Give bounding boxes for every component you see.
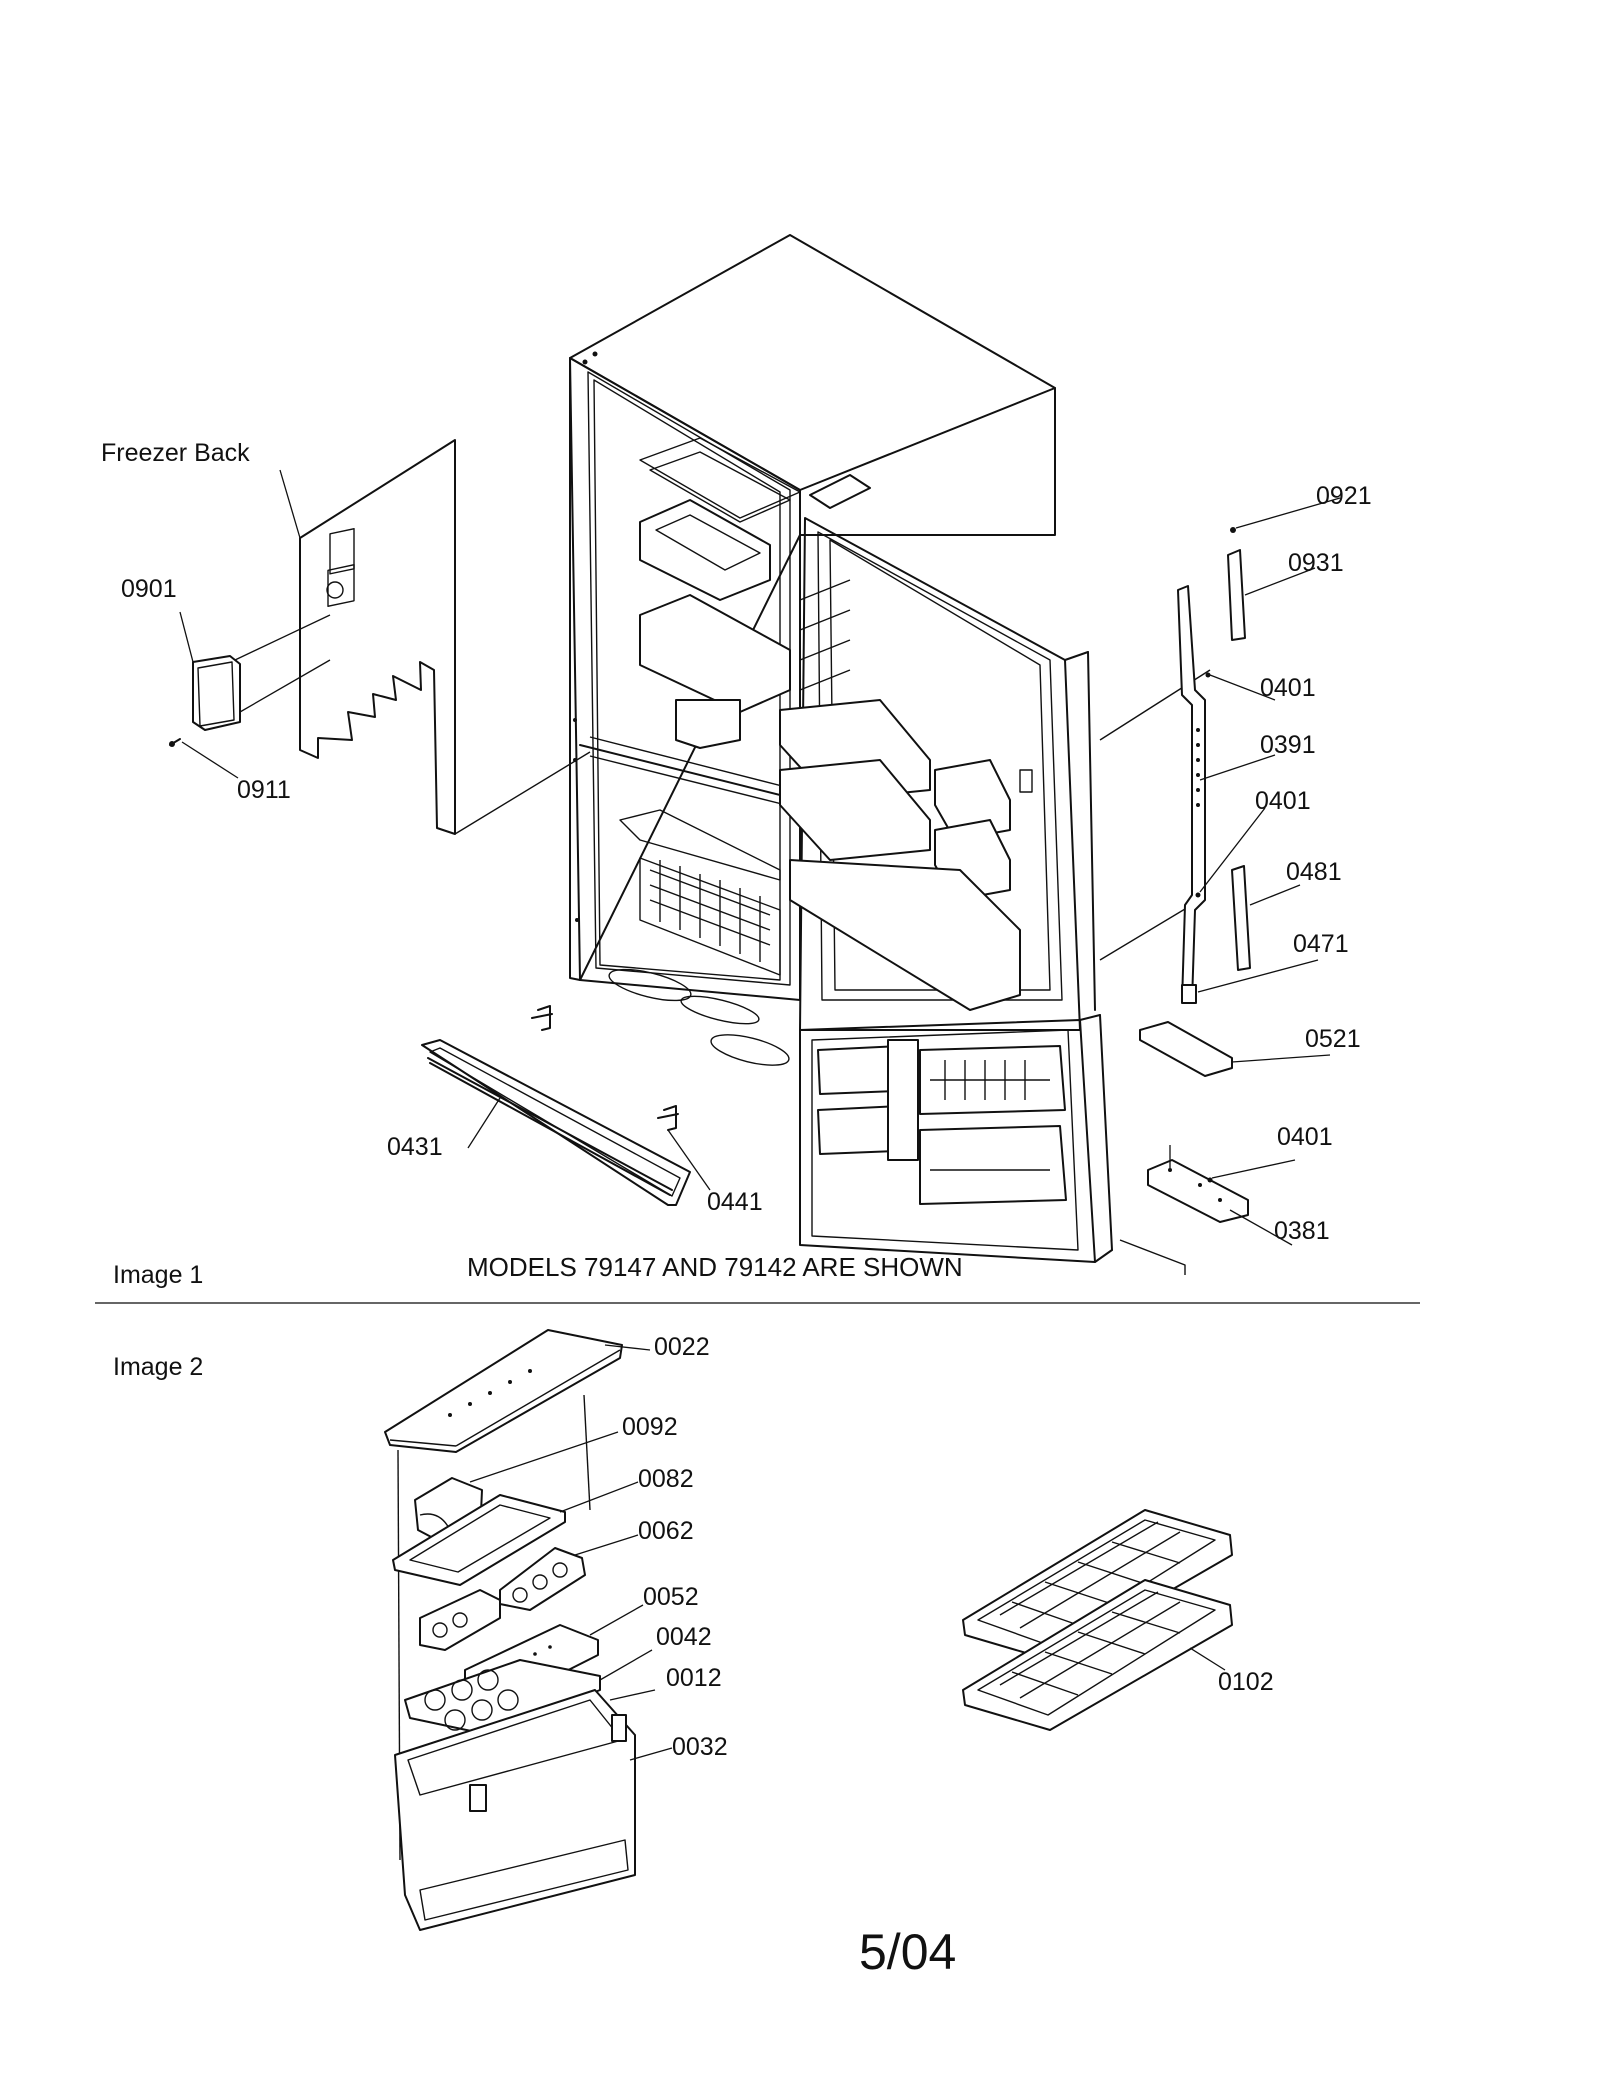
freezer-door (799, 1014, 1113, 1263)
section-label-image2: Image 2 (113, 1353, 204, 1381)
label-0931: 0931 (1288, 549, 1344, 577)
part-0901-module (179, 611, 331, 731)
label-0441: 0441 (707, 1188, 763, 1216)
label-0401-bottom: 0401 (1277, 1123, 1333, 1151)
freezer-back-panel (279, 439, 456, 835)
label-0052: 0052 (643, 1583, 699, 1611)
part-0441-clips (531, 1005, 711, 1191)
part-0931-bracket (1227, 549, 1316, 641)
label-0901: 0901 (121, 575, 177, 603)
label-freezer-back: Freezer Back (101, 439, 250, 467)
freezer-back-explode-line (454, 751, 591, 835)
label-0092: 0092 (622, 1413, 678, 1441)
part-0921-screw (1230, 497, 1341, 533)
label-0471: 0471 (1293, 930, 1349, 958)
label-0481: 0481 (1286, 858, 1342, 886)
label-0431: 0431 (387, 1133, 443, 1161)
label-0381: 0381 (1274, 1217, 1330, 1245)
label-0022: 0022 (654, 1333, 710, 1361)
fresh-food-door (779, 517, 1096, 1031)
models-note: MODELS 79147 AND 79142 ARE SHOWN (467, 1252, 963, 1282)
label-0401-mid: 0401 (1255, 787, 1311, 815)
part-0401-top-screw (1205, 672, 1276, 701)
part-0471-clip (1181, 959, 1319, 1004)
part-0381-hinge (1147, 1145, 1293, 1246)
part-0102-ice-trays (962, 1509, 1233, 1731)
label-0911: 0911 (237, 776, 291, 804)
label-0391: 0391 (1260, 731, 1316, 759)
label-0032: 0032 (672, 1733, 728, 1761)
refrigerator-cabinet (569, 234, 1056, 1066)
part-0401-mid-screw (1195, 807, 1266, 898)
label-0102: 0102 (1218, 1668, 1274, 1696)
crisper-assembly (384, 1329, 673, 1931)
label-0521: 0521 (1305, 1025, 1361, 1053)
label-0401-top: 0401 (1260, 674, 1316, 702)
label-0062: 0062 (638, 1517, 694, 1545)
part-0521-cover (1139, 1021, 1331, 1077)
part-0431-grille (421, 1039, 691, 1206)
part-0401-bottom-screw (1207, 1159, 1296, 1183)
label-0012: 0012 (666, 1664, 722, 1692)
label-0921: 0921 (1316, 482, 1372, 510)
label-0082: 0082 (638, 1465, 694, 1493)
page-number: 5/04 (859, 1924, 957, 1980)
label-0042: 0042 (656, 1623, 712, 1651)
part-0911-screw (169, 738, 239, 779)
part-0481-strip (1231, 865, 1301, 971)
section-label-image1: Image 1 (113, 1261, 204, 1289)
